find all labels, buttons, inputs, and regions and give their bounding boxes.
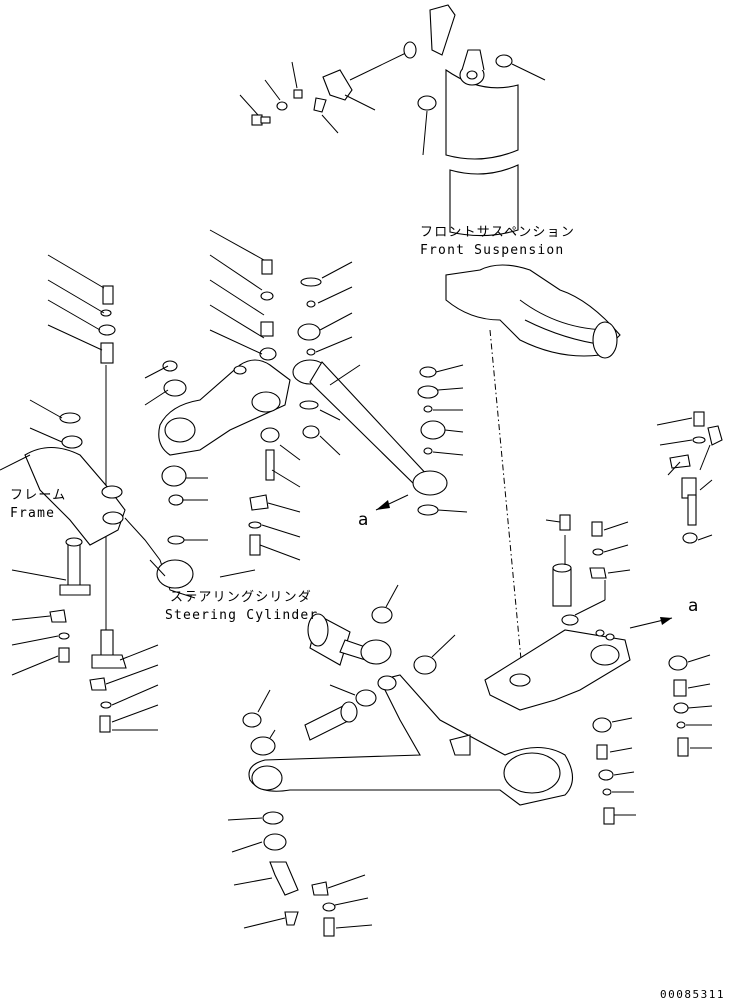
tie-rod [292,261,448,496]
front-suspension-strut [417,4,621,359]
left-pin-group [11,537,91,676]
reference-mark-a-left: a [358,510,369,530]
ref-arrow-right [629,617,673,629]
front-suspension-label-jp: フロントサスペンション [420,225,576,240]
knuckle-arm [242,674,574,806]
bottom-stack [227,811,373,937]
lower-left-pin-stack [89,629,159,733]
reference-mark-a-right: a [688,596,699,616]
frame-label-jp: フレーム [10,488,67,503]
bell-crank [144,359,291,545]
steering-cylinder-label-jp: ステアリングシリンダ [170,590,313,605]
tie-rod-right-stack [417,364,468,516]
middle-bolt-stack [209,229,301,561]
top-pin-group [239,41,417,134]
steering-cylinder [307,584,456,675]
left-bolt-stack [47,254,116,640]
drawing-code: 00085311 [660,988,725,1001]
front-suspension-label-en: Front Suspension [420,243,565,258]
right-bracket [484,514,631,711]
far-right-stack [656,411,723,544]
steering-cylinder-label-en: Steering Cylinder [165,608,319,623]
frame-label-en: Frame [10,506,56,521]
ref-arrow-left [375,494,409,511]
right-lower-stack [592,654,713,825]
frame-bracket [0,399,126,546]
